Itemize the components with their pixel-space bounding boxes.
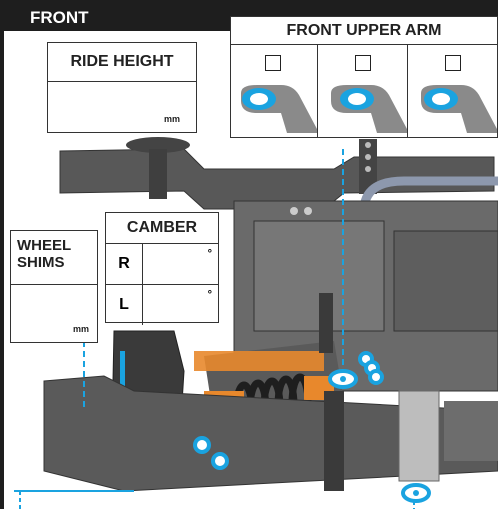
lower-chassis-plate — [43, 375, 498, 492]
arm-link-icon — [421, 85, 497, 133]
arm-option-3 — [411, 45, 497, 137]
wheel-shims-title-line2: SHIMS — [17, 254, 65, 271]
chassis-illustration — [14, 137, 498, 509]
camber-row-label: R — [106, 244, 143, 284]
ride-height-input-area[interactable] — [48, 82, 196, 132]
arm-option-2 — [321, 45, 408, 137]
front-upper-arm-box: FRONT UPPER ARM — [230, 16, 498, 138]
wheel-shims-title: WHEEL SHIMS — [11, 231, 97, 285]
camber-box: CAMBER R ° L ° — [105, 212, 219, 325]
wheel-shims-unit: mm — [72, 324, 89, 334]
ride-height-unit: mm — [163, 114, 180, 124]
arm-option-3-checkbox[interactable] — [445, 55, 461, 71]
upper-arm-post — [319, 293, 333, 353]
suspension-arm — [194, 351, 324, 371]
camber-row-right[interactable]: R ° — [106, 244, 218, 285]
body-mount-cap — [126, 137, 190, 153]
camber-title: CAMBER — [106, 213, 218, 244]
camber-row-left[interactable]: L ° — [106, 285, 218, 325]
arm-option-1-checkbox[interactable] — [265, 55, 281, 71]
ride-height-title: RIDE HEIGHT — [48, 43, 196, 82]
front-tab-label: FRONT — [0, 0, 126, 31]
arm-link-icon — [331, 85, 407, 133]
upper-deck-plate — [59, 148, 495, 210]
arm-option-2-checkbox[interactable] — [355, 55, 371, 71]
wheel-shims-title-line1: WHEEL — [17, 237, 72, 254]
arm-link-icon — [241, 85, 317, 133]
camber-row-label: L — [106, 285, 143, 325]
camber-degree-unit: ° — [207, 289, 212, 301]
wheel-shims-box: WHEEL SHIMS mm — [10, 230, 98, 343]
front-upper-arm-title: FRONT UPPER ARM — [231, 17, 497, 45]
ride-height-box: RIDE HEIGHT mm — [47, 42, 197, 133]
camber-degree-unit: ° — [207, 248, 212, 260]
arm-option-1 — [231, 45, 318, 137]
